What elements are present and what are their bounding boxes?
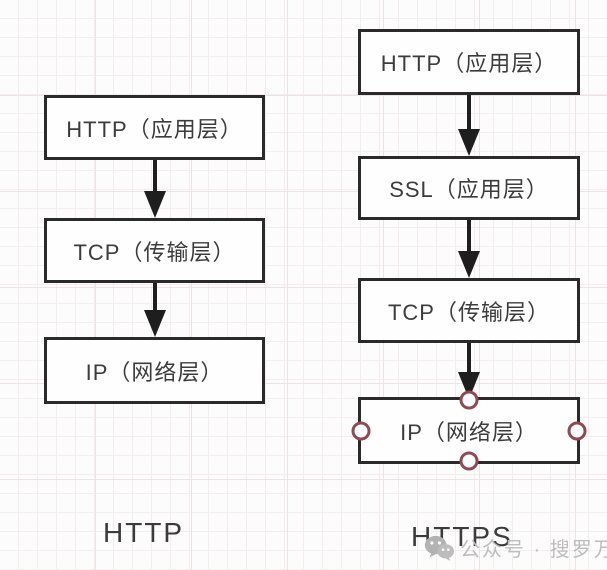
- arrow-shaft: [153, 283, 157, 313]
- arrow-head-icon: [458, 251, 480, 278]
- wechat-icon: [424, 535, 454, 561]
- node-ip-network-layer-left[interactable]: IP（网络层）: [44, 337, 265, 404]
- connector-arrow-http-to-tcp-left[interactable]: [143, 160, 167, 218]
- watermark: 公众号 · 搜罗万相: [424, 533, 607, 562]
- node-tcp-transport-layer-right[interactable]: TCP（传输层）: [358, 278, 580, 343]
- connector-arrow-tcp-to-ip-left[interactable]: [143, 283, 167, 337]
- arrow-shaft: [467, 95, 471, 132]
- connector-arrow-ssl-to-tcp-right[interactable]: [457, 220, 481, 278]
- node-ssl-application-layer-right[interactable]: SSL（应用层）: [358, 156, 580, 220]
- caption-http[interactable]: HTTP: [103, 517, 185, 548]
- selection-handle-left[interactable]: [351, 421, 371, 440]
- node-label: IP（网络层）: [400, 419, 538, 445]
- selection-handle-bottom[interactable]: [459, 451, 479, 471]
- arrow-shaft: [467, 343, 471, 375]
- selection-handle-right[interactable]: [567, 421, 587, 440]
- arrow-shaft: [153, 160, 157, 194]
- node-tcp-transport-layer-left[interactable]: TCP（传输层）: [44, 218, 265, 283]
- watermark-text: 公众号 · 搜罗万相: [460, 539, 607, 561]
- arrow-head-icon: [144, 310, 166, 337]
- arrow-shaft: [467, 220, 471, 254]
- connector-arrow-http-to-ssl-right[interactable]: [457, 95, 481, 156]
- node-http-application-layer-right[interactable]: HTTP（应用层）: [358, 29, 580, 95]
- arrow-head-icon: [144, 191, 166, 218]
- node-http-application-layer-left[interactable]: HTTP（应用层）: [44, 95, 265, 160]
- arrow-head-icon: [458, 129, 480, 156]
- node-ip-network-layer-right-selected[interactable]: IP（网络层）: [351, 390, 587, 471]
- selection-handle-top[interactable]: [459, 390, 479, 410]
